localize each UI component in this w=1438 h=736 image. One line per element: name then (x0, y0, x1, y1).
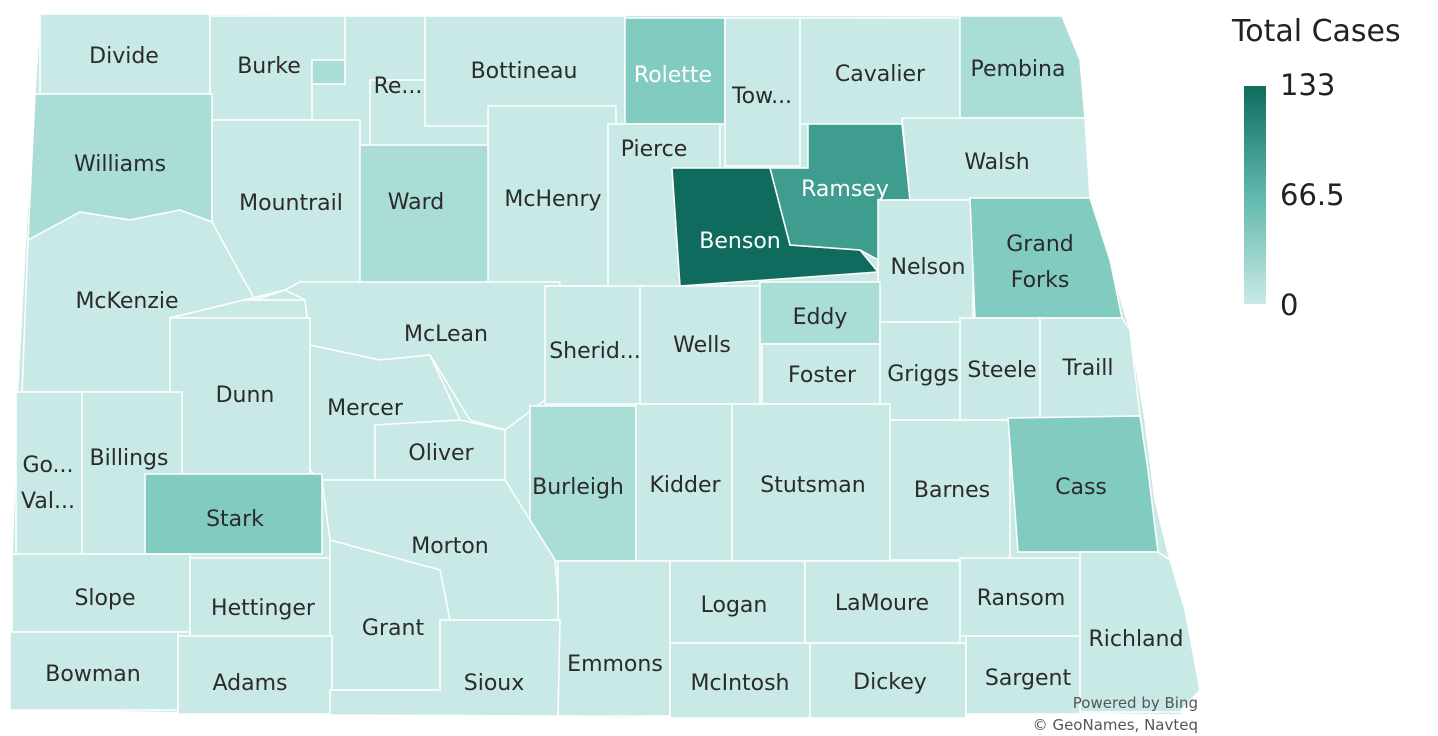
county-steele[interactable] (959, 317, 1041, 421)
county-dickey[interactable] (809, 642, 967, 719)
label-benson: Benson (699, 229, 780, 254)
label-rolette: Rolette (634, 63, 712, 88)
county-oliver[interactable] (374, 419, 506, 481)
label-burke: Burke (237, 54, 301, 79)
label-mchenry: McHenry (504, 187, 601, 212)
label-renville: Re... (374, 74, 423, 99)
county-sheridan[interactable] (544, 285, 646, 405)
county-pembina[interactable] (959, 15, 1086, 119)
county-divide[interactable] (39, 13, 211, 95)
label-mclean: McLean (404, 322, 488, 347)
label-foster: Foster (788, 363, 857, 388)
label-cavalier: Cavalier (835, 62, 926, 87)
label-sheridan: Sherid... (549, 339, 641, 364)
label-mercer: Mercer (327, 396, 404, 421)
label-kidder: Kidder (649, 473, 721, 498)
county-mchenry[interactable] (487, 105, 617, 287)
legend-gradient-bar (1244, 86, 1266, 304)
label-mcintosh: McIntosh (691, 671, 790, 696)
label-golden-valley-2: Val... (21, 489, 75, 514)
county-lamoure[interactable] (804, 560, 961, 644)
label-eddy: Eddy (793, 305, 848, 330)
county-wells[interactable] (639, 285, 761, 405)
county-sargent[interactable] (965, 635, 1081, 715)
county-emmons[interactable] (557, 560, 671, 717)
county-eddy[interactable] (759, 281, 881, 345)
county-foster[interactable] (761, 343, 881, 405)
label-sioux: Sioux (464, 671, 525, 696)
label-cass: Cass (1055, 475, 1107, 500)
label-pierce: Pierce (621, 137, 688, 162)
map-copyright: © GeoNames, Navteq (1032, 716, 1198, 734)
label-towner: Tow... (731, 84, 792, 109)
label-dunn: Dunn (216, 383, 275, 408)
label-mckenzie: McKenzie (75, 289, 178, 314)
label-bowman: Bowman (45, 662, 140, 687)
county-burleigh[interactable] (529, 405, 637, 562)
legend-max: 133 (1280, 68, 1336, 102)
county-nelson[interactable] (877, 199, 974, 323)
label-barnes: Barnes (914, 478, 990, 503)
label-emmons: Emmons (567, 652, 663, 677)
county-logan[interactable] (669, 560, 806, 644)
label-mountrail: Mountrail (239, 191, 343, 216)
county-richland[interactable] (1079, 551, 1201, 713)
label-wells: Wells (673, 333, 731, 358)
label-oliver: Oliver (408, 441, 474, 466)
legend-title: Total Cases (1232, 14, 1401, 49)
label-bottineau: Bottineau (471, 59, 578, 84)
label-richland: Richland (1089, 627, 1184, 652)
label-ward: Ward (388, 190, 444, 215)
label-golden-valley-1: Go... (22, 453, 73, 478)
county-sioux[interactable] (329, 619, 561, 717)
county-stark[interactable] (144, 473, 323, 555)
label-morton: Morton (411, 534, 489, 559)
label-adams: Adams (212, 671, 287, 696)
label-grandforks-2: Forks (1011, 268, 1070, 293)
label-stutsman: Stutsman (760, 473, 865, 498)
county-golden-valley[interactable] (15, 391, 83, 571)
label-dickey: Dickey (853, 670, 927, 695)
label-stark: Stark (206, 507, 264, 532)
county-cass[interactable] (1007, 415, 1159, 553)
legend-min: 0 (1280, 288, 1299, 322)
county-grandforks[interactable] (969, 197, 1123, 319)
county-renville-mid (311, 59, 346, 85)
county-adams[interactable] (177, 635, 333, 715)
label-steele: Steele (967, 358, 1036, 383)
powered-by-bing[interactable]: Powered by Bing (1072, 694, 1198, 712)
label-billings: Billings (90, 446, 169, 471)
label-ransom: Ransom (977, 586, 1066, 611)
label-lamoure: LaMoure (835, 591, 929, 616)
label-slope: Slope (74, 586, 135, 611)
county-towner[interactable] (724, 17, 801, 167)
label-grant: Grant (362, 616, 425, 641)
county-traill[interactable] (1039, 317, 1141, 419)
county-barnes[interactable] (889, 419, 1011, 561)
county-ward[interactable] (359, 144, 501, 286)
label-traill: Traill (1061, 356, 1113, 381)
label-williams: Williams (74, 152, 166, 177)
county-slope[interactable] (11, 553, 191, 633)
label-hettinger: Hettinger (211, 596, 316, 621)
label-divide: Divide (89, 44, 159, 69)
label-nelson: Nelson (891, 255, 966, 280)
label-sargent: Sargent (985, 666, 1072, 691)
label-burleigh: Burleigh (532, 475, 624, 500)
county-kidder[interactable] (635, 403, 737, 562)
legend-mid: 66.5 (1280, 178, 1345, 212)
label-ramsey: Ramsey (801, 177, 889, 202)
label-pembina: Pembina (971, 57, 1066, 82)
county-griggs[interactable] (879, 321, 963, 421)
county-dunn[interactable] (169, 317, 311, 475)
label-grandforks-1: Grand (1006, 232, 1073, 257)
label-walsh: Walsh (964, 150, 1029, 175)
label-logan: Logan (701, 593, 768, 618)
label-griggs: Griggs (887, 362, 959, 387)
